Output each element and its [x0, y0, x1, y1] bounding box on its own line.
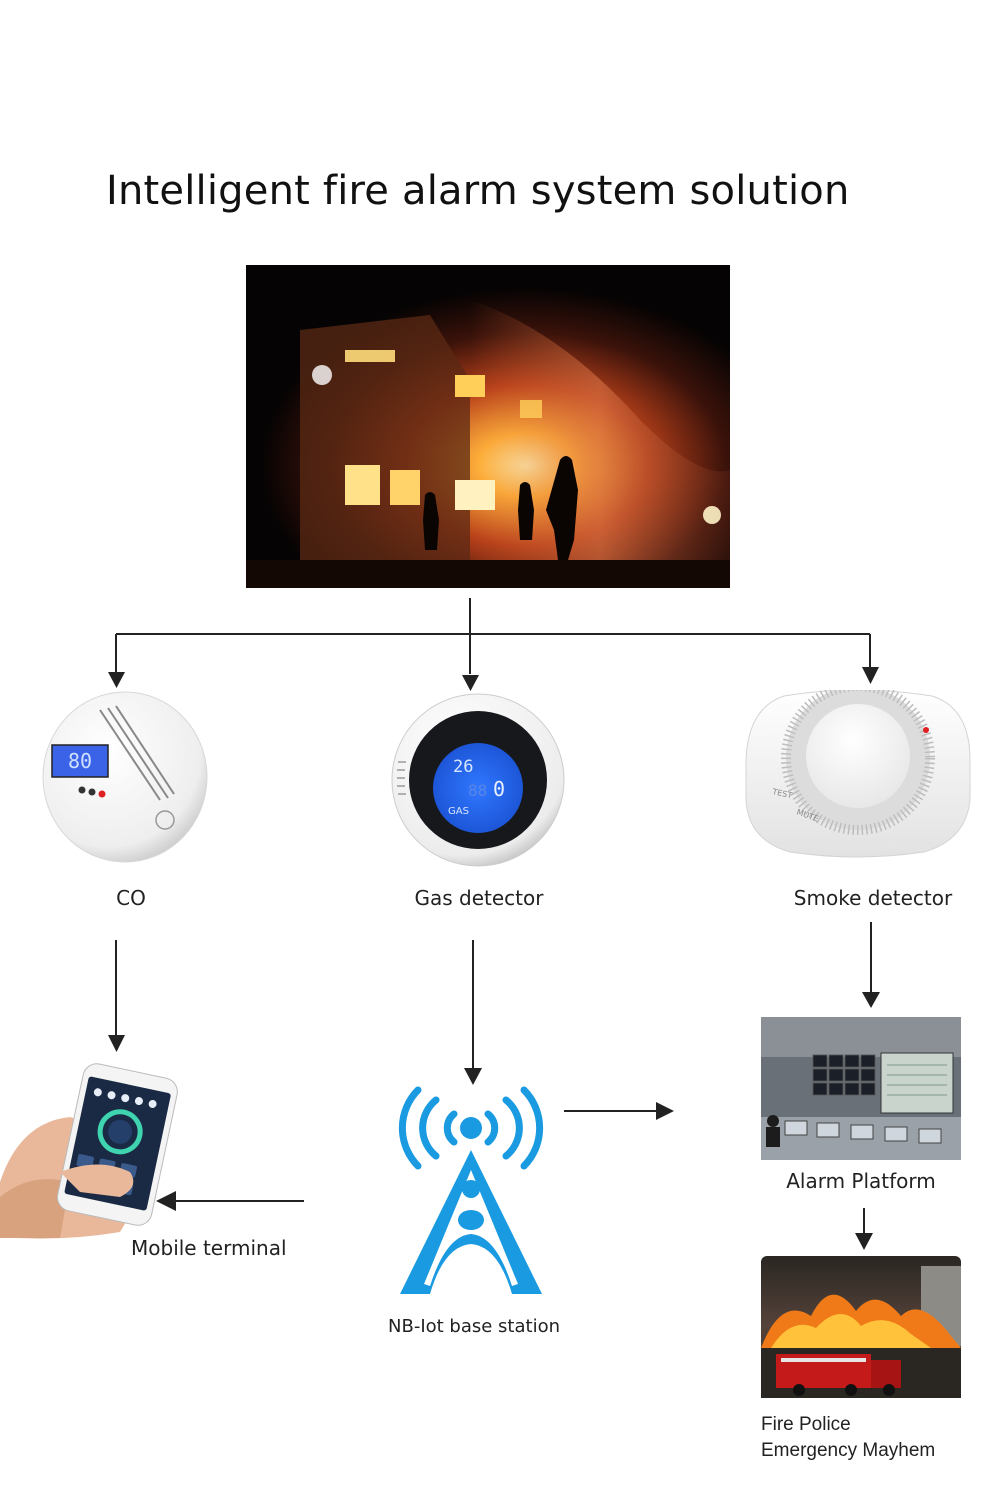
fire-police-label-line1: Fire Police — [761, 1414, 851, 1435]
co-display-readout: 80 — [68, 749, 92, 773]
gas-small-readout: 88 — [468, 781, 487, 800]
gas-lcd-label: GAS — [448, 806, 469, 817]
fire-police-image — [761, 1256, 961, 1398]
smoke-detector-image: TEST MUTE — [745, 690, 971, 858]
co-detector-image: 80 — [42, 691, 208, 863]
arrow-station-to-platform — [656, 1102, 674, 1120]
smoke-test-label: TEST — [771, 787, 793, 800]
gas-detector-image: 26 0 88 GAS — [391, 693, 565, 867]
arrow-gas-to-station — [464, 1068, 482, 1085]
mobile-terminal-label: Mobile terminal — [131, 1236, 287, 1260]
arrow-co-to-mobile — [108, 1035, 125, 1052]
arrow-smoke-to-platform — [862, 992, 880, 1008]
arrow-to-smoke — [862, 667, 879, 684]
gas-detector-label: Gas detector — [414, 886, 544, 910]
gas-value-readout: 0 — [493, 777, 505, 801]
arrow-station-to-mobile — [156, 1191, 176, 1211]
gas-temp-readout: 26 — [453, 757, 473, 777]
smoke-detector-label: Smoke detector — [793, 886, 953, 910]
page-title: Intelligent fire alarm system solution — [106, 168, 850, 214]
fire-police-label-line2: Emergency Mayhem — [761, 1440, 936, 1461]
nb-iot-tower-icon — [398, 1086, 544, 1294]
nb-iot-station-label: NB-Iot base station — [388, 1316, 560, 1337]
mobile-terminal-image — [0, 1063, 178, 1239]
alarm-platform-label: Alarm Platform — [786, 1169, 936, 1193]
alarm-platform-image — [761, 1017, 961, 1160]
arrow-to-gas — [462, 675, 479, 691]
co-label: CO — [116, 886, 146, 910]
arrow-to-co — [108, 672, 125, 688]
arrow-platform-to-police — [855, 1233, 873, 1250]
